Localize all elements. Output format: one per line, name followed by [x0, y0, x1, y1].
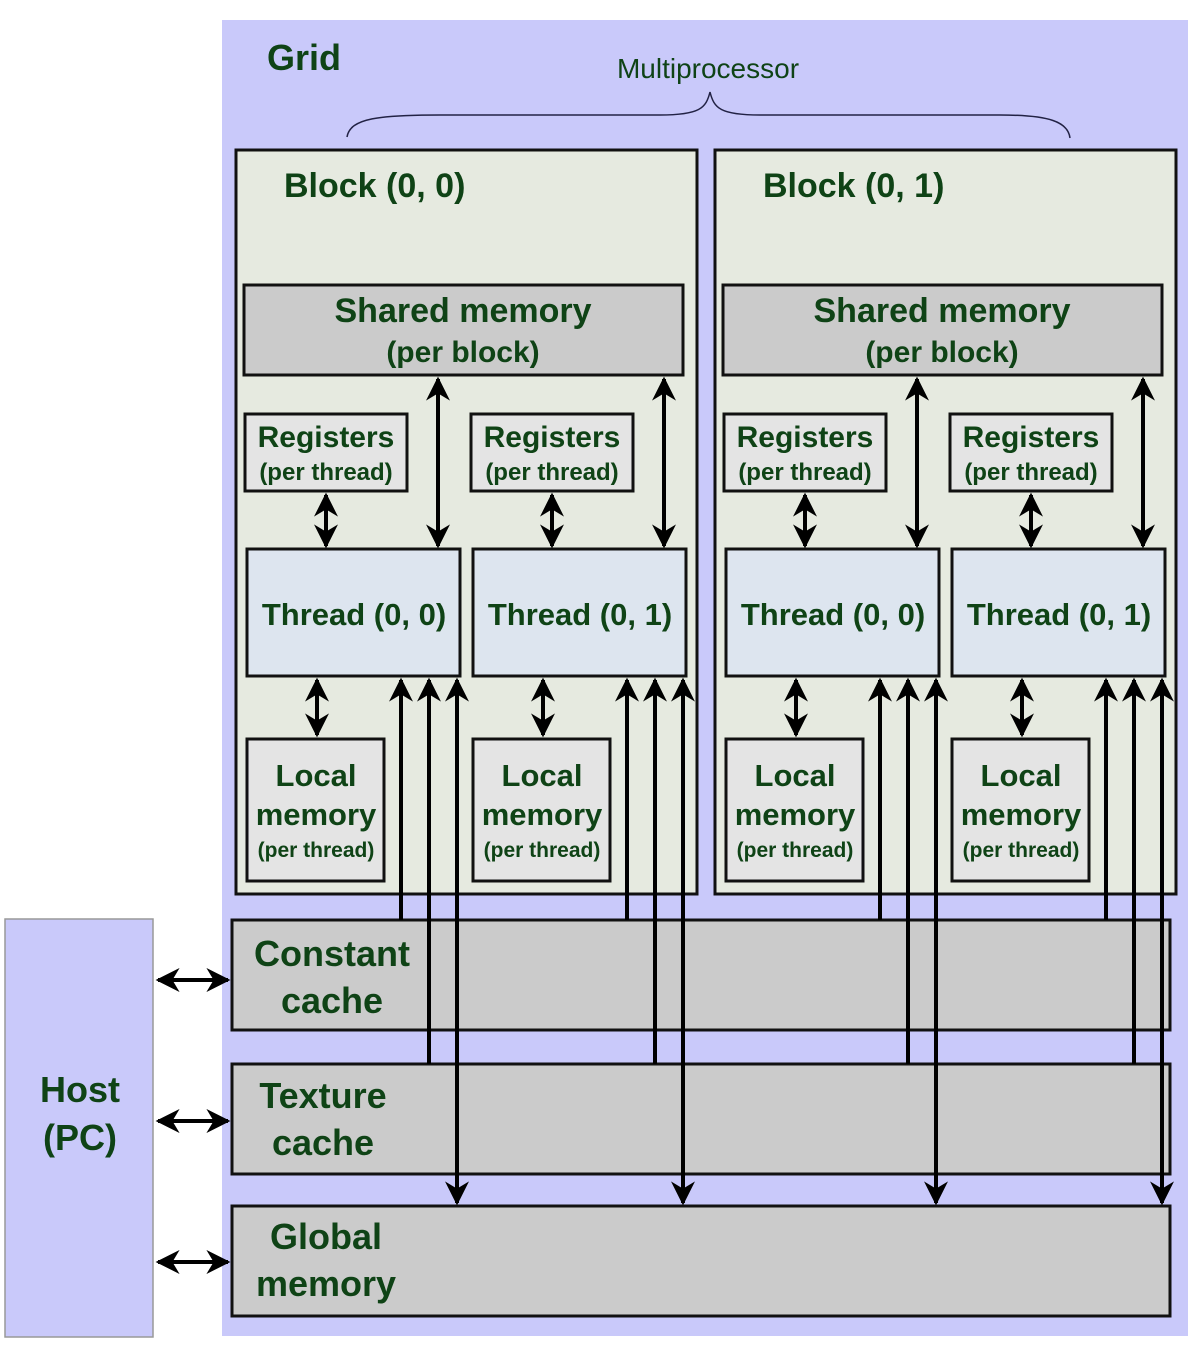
local-memory-box: [471, 737, 612, 883]
local-memory-line3: (per thread): [737, 839, 854, 862]
thread-box: [950, 547, 1167, 678]
texture-cache-line2: cache: [272, 1122, 374, 1163]
thread-title: Thread (0, 1): [488, 597, 672, 632]
registers-line1: Registers: [963, 421, 1100, 454]
host-box: [4, 918, 154, 1338]
thread-box: [471, 547, 688, 678]
local-memory-line3: (per thread): [484, 839, 601, 862]
registers-box: [469, 412, 635, 493]
thread-box: [245, 547, 462, 678]
constant-cache-line2: cache: [281, 980, 383, 1021]
shared-memory-line2: (per block): [386, 336, 539, 369]
registers-line2: (per thread): [738, 459, 871, 486]
local-memory-line2: memory: [482, 797, 603, 832]
thread-0: Registers (per thread) Thread (0, 0) Local m…: [243, 376, 462, 883]
registers-box: [722, 412, 888, 493]
shared-memory-line1: Shared memory: [814, 292, 1071, 330]
registers-line2: (per thread): [964, 459, 1097, 486]
registers-line2: (per thread): [259, 459, 392, 486]
block-title: Block (0, 0): [284, 167, 465, 205]
registers-box: [948, 412, 1114, 493]
global-memory-line2: memory: [256, 1263, 396, 1304]
local-memory-line2: memory: [735, 797, 856, 832]
local-memory-line1: Local: [276, 758, 357, 793]
local-memory-line2: memory: [256, 797, 377, 832]
thread-title: Thread (0, 1): [967, 597, 1151, 632]
texture-cache-box: [230, 1062, 1172, 1176]
local-memory-box: [724, 737, 865, 883]
multiprocessor-brace: [346, 91, 1071, 139]
local-memory-line1: Local: [502, 758, 583, 793]
host-label-line2: (PC): [43, 1117, 117, 1158]
multiprocessor-label: Multiprocessor: [617, 53, 799, 84]
block-title: Block (0, 1): [763, 167, 944, 205]
thread-1: Registers (per thread) Thread (0, 1) Local m…: [948, 376, 1167, 883]
thread-box: [724, 547, 941, 678]
local-memory-box: [950, 737, 1091, 883]
constant-cache-box: [230, 918, 1172, 1032]
registers-line1: Registers: [737, 421, 874, 454]
constant-cache-line1: Constant: [254, 933, 410, 974]
shared-memory-box: [242, 283, 685, 377]
thread-1: Registers (per thread) Thread (0, 1) Local m…: [469, 376, 688, 883]
host-label-line1: Host: [40, 1069, 120, 1110]
local-memory-line1: Local: [981, 758, 1062, 793]
local-memory-line2: memory: [961, 797, 1082, 832]
local-memory-line1: Local: [755, 758, 836, 793]
local-memory-box: [245, 737, 386, 883]
grid-title: Grid: [267, 37, 341, 78]
global-memory-box: [230, 1204, 1172, 1318]
shared-memory-line2: (per block): [865, 336, 1018, 369]
texture-cache-line1: Texture: [259, 1075, 386, 1116]
local-memory-line3: (per thread): [963, 839, 1080, 862]
local-memory-line3: (per thread): [258, 839, 375, 862]
registers-box: [243, 412, 409, 493]
global-memory-line1: Global: [270, 1216, 382, 1257]
thread-title: Thread (0, 0): [262, 597, 446, 632]
registers-line2: (per thread): [485, 459, 618, 486]
thread-title: Thread (0, 0): [741, 597, 925, 632]
registers-line1: Registers: [258, 421, 395, 454]
shared-memory-line1: Shared memory: [335, 292, 592, 330]
registers-line1: Registers: [484, 421, 621, 454]
thread-0: Registers (per thread) Thread (0, 0) Local m…: [722, 376, 941, 883]
shared-memory-box: [721, 283, 1164, 377]
